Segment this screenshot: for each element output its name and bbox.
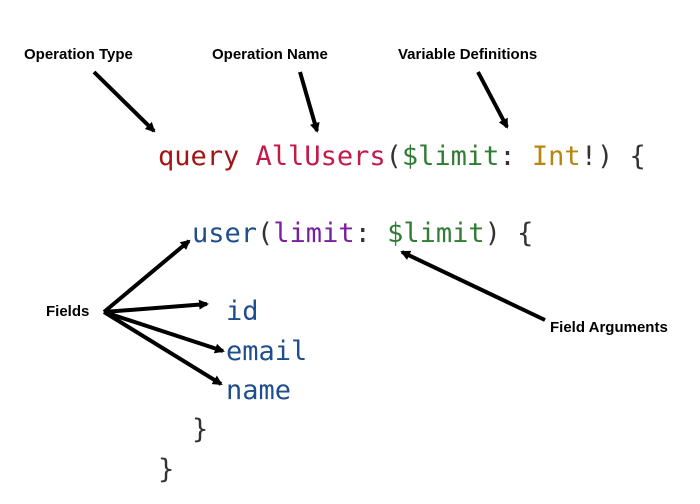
variable-limit: $limit (387, 218, 485, 249)
label-variable-definitions: Variable Definitions (398, 46, 538, 63)
code-line-query: query AllUsers($limit: Int!) { (158, 143, 646, 170)
colon: : (499, 141, 532, 172)
paren-open: ( (257, 218, 274, 249)
arrow-operation-name (298, 71, 320, 133)
paren-open: ( (385, 141, 402, 172)
arrow-fields-email (103, 310, 225, 354)
type-int: Int (531, 141, 581, 172)
brace-close-outer: } (158, 454, 175, 485)
brace-open: { (629, 141, 646, 172)
label-operation-name: Operation Name (212, 46, 328, 63)
argument-limit: limit (273, 218, 355, 249)
arrow-operation-type (92, 70, 156, 133)
field-user: user (192, 218, 258, 249)
label-operation-type: Operation Type (24, 46, 133, 63)
arrow-fields-name (102, 310, 223, 386)
field-email: email (226, 336, 308, 367)
field-id: id (226, 296, 259, 327)
field-name: name (226, 375, 292, 406)
paren-close-brace: ) { (484, 218, 534, 249)
arrow-fields-user (102, 239, 191, 314)
variable-limit: $limit (401, 141, 500, 172)
brace-close-inner: } (192, 414, 209, 445)
bang-paren: !) (580, 141, 630, 172)
arrow-fields-id (103, 299, 209, 314)
colon: : (354, 218, 388, 249)
operation-name: AllUsers (255, 141, 386, 172)
keyword-query: query (158, 141, 240, 172)
label-field-arguments: Field Arguments (550, 319, 668, 336)
code-line-user: user(limit: $limit) { (192, 220, 533, 247)
arrow-field-arguments (400, 250, 546, 322)
arrow-variable-definitions (476, 71, 509, 129)
label-fields: Fields (46, 303, 90, 320)
